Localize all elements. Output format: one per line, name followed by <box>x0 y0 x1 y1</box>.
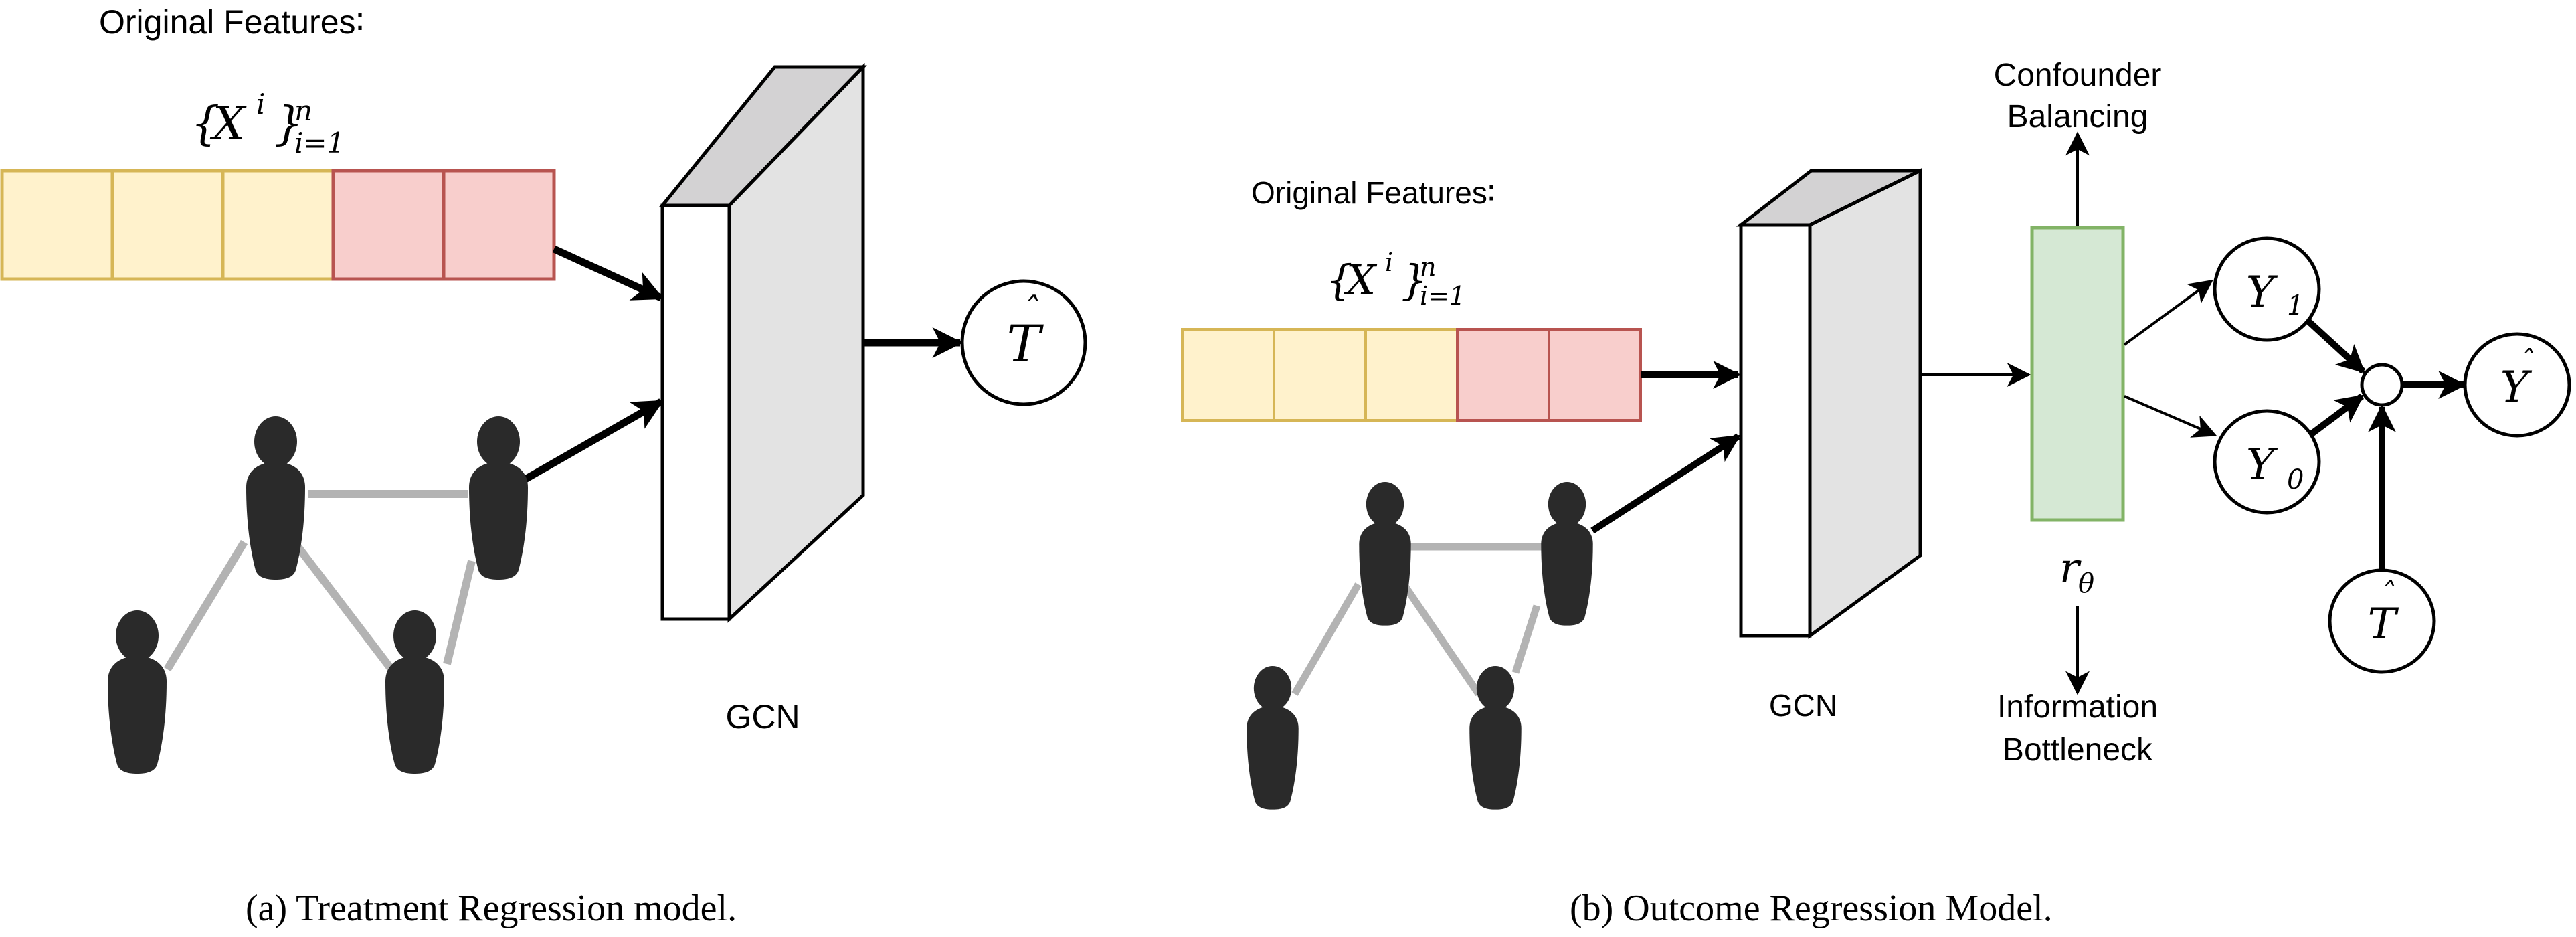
feature-cell-yellow <box>1181 328 1275 422</box>
formula-sup-i: i <box>1385 248 1393 277</box>
person-icon <box>1469 665 1522 810</box>
formula-sup-i: i <box>256 88 265 120</box>
bottleneck-label-line2: Bottleneck <box>2003 732 2153 768</box>
features-set-formula-b: { X i } n i=1 <box>1326 248 1465 311</box>
features-label-a: Original Features∶ <box>99 3 365 41</box>
t-hat-symbol: T <box>1007 314 1044 373</box>
person-icon <box>469 416 528 580</box>
node-t-hat-a: T ˆ <box>960 279 1087 406</box>
feature-cell-yellow <box>221 169 335 281</box>
features-label-b: Original Features∶ <box>1251 175 1495 210</box>
feature-cell-yellow <box>1364 328 1459 422</box>
node-t-hat-b: T ˆ <box>2328 568 2436 674</box>
formula-brace-open: { <box>1326 256 1352 305</box>
combiner-node <box>2360 363 2404 407</box>
feature-cell-red <box>1456 328 1550 422</box>
caption-a: (a) Treatment Regression model. <box>246 887 737 929</box>
arrow-features-to-gcn-a <box>552 245 664 302</box>
gcn-label-b: GCN <box>1769 688 1837 723</box>
t-hat-accent: ˆ <box>2380 577 2395 611</box>
formula-brace-open: { <box>191 98 219 151</box>
social-graph-b <box>1247 481 1593 810</box>
formula-brace-close: } <box>274 98 303 151</box>
feature-cell-red <box>442 169 556 281</box>
caption-b: (b) Outcome Regression Model. <box>1570 887 2053 929</box>
gcn-block-b <box>1736 167 1922 639</box>
gcn-side-face <box>1808 167 1922 639</box>
bottleneck-label-line1: Information <box>1997 689 2158 725</box>
arrow-y1-to-combiner <box>2304 317 2366 374</box>
feature-cell-red <box>331 169 446 281</box>
arrow-rep-to-y0 <box>2124 395 2217 438</box>
representation-block <box>2030 226 2125 522</box>
panel-a: Original Features∶ { X i } n i=1 GCN T ˆ <box>0 3 1087 929</box>
formula-brace-close: } <box>1401 256 1427 305</box>
y1-subscript: 1 <box>2287 290 2304 321</box>
formula-sup-n: n <box>294 94 312 127</box>
y-hat-symbol: Y <box>2500 363 2533 412</box>
person-icon <box>108 610 167 774</box>
graph-edge <box>1291 582 1362 696</box>
arrow-graph-to-gcn-a <box>523 398 664 483</box>
y0-symbol: Y <box>2246 440 2278 490</box>
t-hat-symbol: T <box>2368 600 2399 649</box>
formula-sub: i=1 <box>294 126 345 159</box>
social-graph-a <box>108 416 528 774</box>
confounder-label-line1: Confounder <box>1994 58 2162 93</box>
person-icon <box>1247 665 1299 810</box>
feature-cell-red <box>1548 328 1642 422</box>
graph-edge <box>1511 604 1541 674</box>
gcn-label-a: GCN <box>725 698 800 736</box>
feature-vector-a <box>0 169 556 281</box>
gcn-front-face <box>660 203 731 621</box>
formula-sub: i=1 <box>1420 281 1465 311</box>
feature-cell-yellow <box>0 169 114 281</box>
panel-b: Original Features∶ { X i } n i=1 GCN r θ… <box>1181 58 2571 929</box>
graph-edge <box>443 560 476 665</box>
feature-cell-yellow <box>1273 328 1367 422</box>
representation-label: r θ <box>2059 543 2094 599</box>
gcn-block-a <box>658 62 867 623</box>
y1-symbol: Y <box>2246 268 2278 317</box>
confounder-label-line2: Balancing <box>2007 99 2148 135</box>
arrow-graph-to-gcn-b <box>1590 433 1741 534</box>
arrow-y0-to-combiner <box>2310 393 2365 437</box>
graph-edge <box>291 539 395 672</box>
person-icon <box>1541 481 1593 626</box>
y-hat-accent: ˆ <box>2519 345 2534 379</box>
person-icon <box>246 416 305 580</box>
person-icon <box>1359 481 1411 626</box>
r-symbol: r <box>2059 543 2082 592</box>
t-hat-accent: ˆ <box>1022 290 1039 329</box>
graph-edge <box>163 539 248 672</box>
formula-x: X <box>209 98 247 151</box>
node-y0: Y 0 <box>2213 409 2321 515</box>
theta-subscript: θ <box>2078 568 2094 599</box>
arrow-rep-to-y1 <box>2123 279 2213 346</box>
node-y1: Y 1 <box>2213 236 2321 342</box>
node-y-hat: Y ˆ <box>2463 332 2571 438</box>
gcn-front-face <box>1739 223 1812 638</box>
person-icon <box>385 610 444 774</box>
formula-x: X <box>1344 256 1378 305</box>
feature-cell-yellow <box>110 169 225 281</box>
graph-edge <box>1400 582 1482 697</box>
features-set-formula-a: { X i } n i=1 <box>191 88 345 159</box>
feature-vector-b <box>1181 328 1642 422</box>
formula-sup-n: n <box>1420 252 1436 282</box>
y0-subscript: 0 <box>2287 464 2304 495</box>
